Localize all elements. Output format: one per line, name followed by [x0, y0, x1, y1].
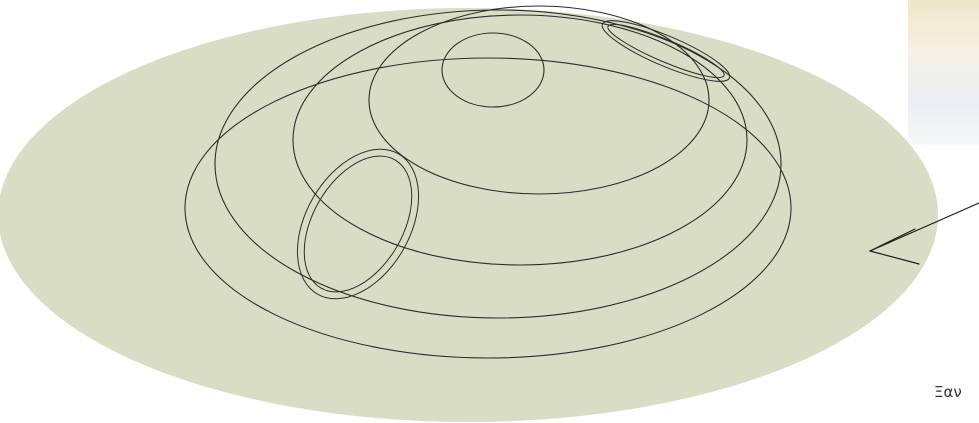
map-base-ellipse [0, 8, 938, 422]
corner-text-fragment: Ξαν [934, 383, 962, 401]
